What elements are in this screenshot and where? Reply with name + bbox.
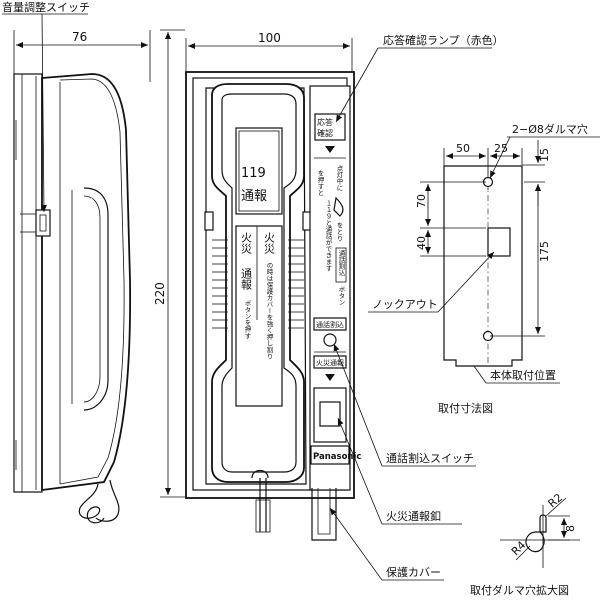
panel-instr-2: を押すと	[316, 170, 324, 197]
label-volume-switch: 音量調整スイッチ	[2, 0, 90, 14]
label-fire-button: 火災通報釦	[386, 509, 441, 523]
lamp-label-1: 応答	[317, 117, 333, 127]
mounting-drawing: 2−Ø8ダルマ穴 50 25 15 70 40	[368, 122, 600, 415]
label-knockout: ノックアウト	[372, 298, 438, 311]
intercept-button	[323, 333, 337, 347]
dim-mount-15: 15	[538, 148, 551, 162]
label-holes: 2−Ø8ダルマ穴	[512, 122, 588, 136]
handset-119: 119	[241, 166, 266, 181]
panel-instr-3: をとり	[335, 222, 343, 242]
front-view: 100 119 通報	[185, 31, 361, 541]
handset-note-1: の時は保護カバーを強く押し割り	[265, 262, 273, 360]
dim-mount-175: 175	[538, 241, 551, 262]
dim-d8: 8	[564, 525, 577, 532]
dim-front-width: 100	[258, 31, 281, 45]
dim-mount-50: 50	[456, 142, 470, 155]
panel-instr-1: 点灯中に	[335, 165, 343, 192]
handset-tsuho: 通報	[241, 189, 267, 204]
label-mount-position: 本体取付位置	[490, 368, 556, 382]
handset-fire-1: 火災	[240, 232, 253, 254]
dim-mount-40: 40	[415, 236, 428, 250]
dim-mount-70: 70	[415, 194, 428, 208]
label-hole-detail-title: 取付ダルマ穴拡大図	[470, 583, 569, 597]
dim-side-width: 76	[72, 30, 87, 44]
dim-mount-25: 25	[494, 142, 508, 155]
handset-fire-2: 通報	[240, 268, 253, 291]
handset-fire-3: 火災	[263, 232, 276, 254]
panel-intercept-1: 通話割込	[337, 249, 345, 277]
front-callouts: 応答確認ランプ（赤色） 通話割込スイッチ 火災通報釦 保護カバー	[329, 33, 504, 581]
keyhole-detail: 8 R2 R4 取付ダルマ穴拡大図	[470, 491, 580, 597]
panel-fire-label: 火災通報	[316, 358, 344, 367]
dim-height: 220	[153, 282, 167, 305]
label-intercept-switch: 通話割込スイッチ	[386, 451, 474, 465]
panel-instr-4: １１９と通話ができます	[324, 200, 332, 272]
label-answer-lamp: 応答確認ランプ（赤色）	[383, 33, 504, 47]
panel-brand: Panasonic	[313, 452, 361, 462]
lamp-label-2: 確認	[317, 128, 333, 138]
panel-intercept-2: ボタン	[337, 286, 345, 306]
side-view: 76 音量調整スイッチ 220	[2, 0, 185, 524]
dim-r2: R2	[546, 491, 566, 510]
label-cover: 保護カバー	[386, 565, 441, 579]
handset-note-2: ボタンを押す	[243, 300, 251, 340]
panel-intercept-label: 通話割込	[316, 320, 344, 329]
label-mount-dims-title: 取付寸法図	[438, 401, 493, 415]
handset-ribs	[212, 239, 304, 329]
